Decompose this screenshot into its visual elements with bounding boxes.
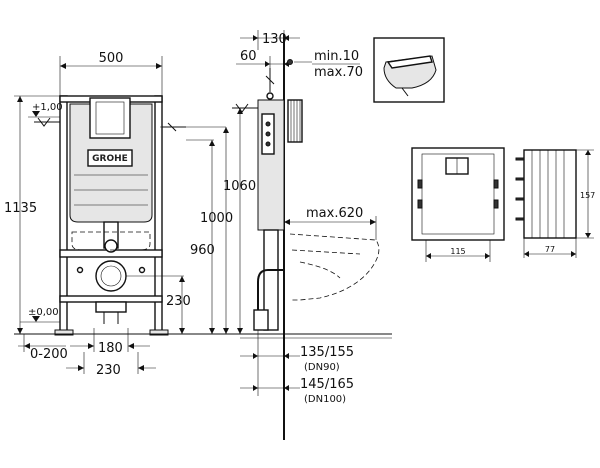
flush-plate-inner	[95, 101, 125, 135]
wall-point	[287, 59, 293, 65]
box-outline	[523, 149, 577, 239]
dim-pipe-dn90: 135/155	[300, 345, 354, 360]
frame-left-foot	[54, 329, 74, 336]
ribbed-back	[287, 99, 303, 143]
plate-clip	[417, 199, 423, 209]
dim-depth-130: 130	[262, 32, 287, 47]
dim-plate-width: 115	[450, 247, 465, 256]
plate-side-view: 77 157	[515, 149, 595, 258]
level-top-label: +1,00	[32, 102, 63, 113]
dimension-arrows	[265, 61, 289, 67]
dim-bowl-max: max.620	[306, 206, 363, 221]
frame-right-foot	[149, 329, 169, 336]
box-tab	[515, 217, 525, 221]
frame-leg-side	[263, 229, 279, 331]
plate-inner	[421, 153, 495, 235]
dim-box-height: 157	[580, 191, 595, 200]
bolt-dot	[265, 121, 271, 127]
dim-drain-height: 230	[166, 294, 191, 309]
dim-offset-60: 60	[240, 49, 257, 64]
dim-box-depth: 77	[545, 245, 555, 254]
top-connector	[266, 92, 274, 100]
plate-clip	[493, 199, 499, 209]
wall-min-label: min.10	[314, 49, 359, 64]
toilet-seat-icon	[386, 55, 433, 69]
drain-bracket	[95, 301, 127, 313]
plate-front-view: 115	[411, 147, 505, 262]
bowl-rim-side	[291, 249, 361, 255]
side-dimensions: 130 60 min.10 max.70 1060 max.620 135/15…	[223, 30, 377, 405]
box-tab	[515, 177, 525, 181]
side-view	[232, 34, 392, 440]
level-bottom-label: ±0,00	[28, 307, 59, 318]
drain-connector-outer	[95, 260, 127, 292]
bolt-dot	[265, 131, 271, 137]
drain-elbow	[253, 309, 269, 331]
plate-clip	[417, 179, 423, 189]
plate-outline	[411, 147, 505, 241]
bowl-inner-side	[299, 261, 341, 279]
label-dn100: (DN100)	[304, 394, 346, 405]
front-dimensions: 500 +1,00 1135 ±0,00 960 1000 230	[4, 51, 240, 378]
dim-drain-spacing: 230	[96, 363, 121, 378]
dimension-arrow	[24, 343, 30, 349]
flush-pipe-outlet	[104, 239, 118, 253]
water-inlet-left	[34, 117, 60, 127]
drain-pipe-side	[257, 269, 284, 310]
logo-plate	[87, 149, 133, 167]
frame-lower-rail	[59, 295, 163, 303]
bowl-outline-front	[71, 231, 151, 251]
level-marker-top	[32, 111, 40, 117]
mounting-bolt	[76, 266, 84, 274]
bolt-dot	[265, 141, 271, 147]
label-dn90: (DN90)	[304, 362, 340, 373]
dim-pipe-dn100: 145/165	[300, 377, 354, 392]
dim-height-1135: 1135	[4, 201, 37, 216]
bowl-outline-side	[289, 233, 380, 301]
dim-height-1060: 1060	[223, 179, 256, 194]
mounting-bolt	[138, 266, 146, 274]
dim-bottom-range: 0-200	[30, 347, 68, 362]
flush-plate-opening	[89, 97, 131, 139]
plate-clip	[493, 179, 499, 189]
toilet-base-icon	[401, 87, 409, 97]
drain-connector-inner	[100, 265, 122, 287]
dim-width-500: 500	[99, 51, 124, 66]
level-marker-bottom	[32, 316, 40, 322]
wall-max-label: max.70	[314, 65, 363, 80]
front-view: GROHE	[34, 95, 186, 336]
box-tab	[515, 157, 525, 161]
dim-height-960: 960	[190, 243, 215, 258]
grohe-logo: GROHE	[92, 154, 128, 164]
dim-height-1000: 1000	[200, 211, 233, 226]
toilet-thumbnail	[373, 37, 445, 103]
box-tab	[515, 197, 525, 201]
dimension-arrows	[179, 276, 185, 334]
dim-bolt-spacing: 180	[98, 341, 123, 356]
